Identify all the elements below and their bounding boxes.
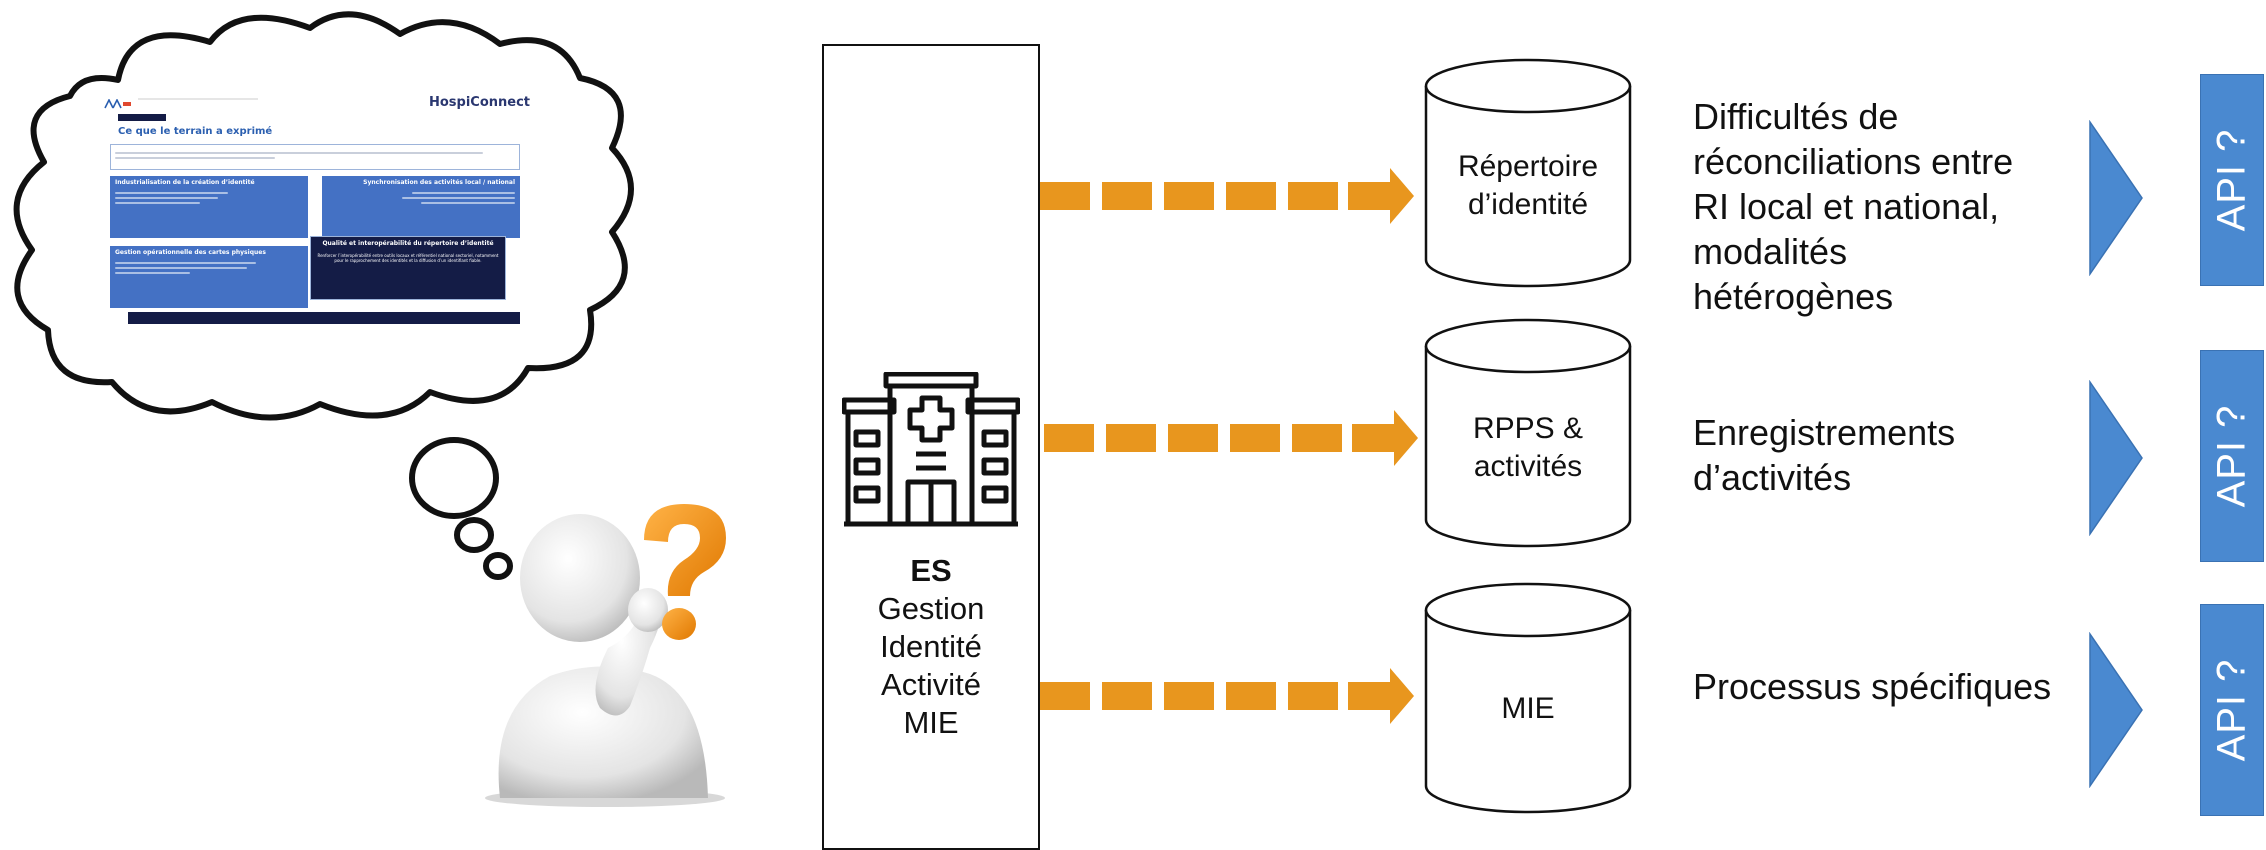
mini-tag	[118, 114, 166, 121]
es-line-mie: MIE	[903, 705, 959, 740]
question-mark-icon	[644, 504, 726, 640]
mini-card-2: Synchronisation des activités local / na…	[322, 176, 520, 238]
mini-logo-icon	[104, 96, 132, 109]
database-label-rpps: RPPS & activités	[1472, 412, 1584, 483]
database-cylinder-rpps	[1424, 318, 1632, 548]
es-line-gestion: Gestion	[877, 591, 985, 626]
api-box-2: API ?	[2200, 350, 2264, 562]
database-cylinder-repertoire	[1424, 58, 1632, 288]
mini-footer-bar	[128, 312, 520, 324]
mini-card-1: Industrialisation de la création d’ident…	[110, 176, 308, 238]
api-box-3: API ?	[2200, 604, 2264, 816]
database-label-mie: MIE	[1501, 692, 1555, 725]
es-line-activite: Activité	[881, 667, 981, 702]
database-cylinder-mie	[1424, 582, 1632, 814]
description-3: Processus spécifiques	[1693, 666, 2052, 707]
chevron-right-icon	[2089, 380, 2143, 536]
es-title: ES	[910, 553, 952, 588]
api-label-1: API ?	[2209, 128, 2254, 232]
thought-screenshot: HospiConnect Ce que le terrain a exprimé…	[98, 90, 532, 330]
chevron-right-icon	[2089, 120, 2143, 276]
chevron-right-icon	[2089, 632, 2143, 788]
mini-card-4-body: Renforcer l’interopérabilité entre outil…	[317, 253, 499, 263]
arrow-to-mie	[1040, 668, 1414, 724]
description-2: Enregistrements d’activités	[1693, 412, 1956, 498]
arrow-to-repertoire	[1040, 168, 1414, 224]
thinking-person-icon	[485, 514, 725, 807]
database-label-repertoire: Répertoire d’identité	[1457, 150, 1599, 221]
api-label-3: API ?	[2209, 658, 2254, 762]
mini-intro-box	[110, 144, 520, 170]
mini-card-3: Gestion opérationnelle des cartes physiq…	[110, 246, 308, 308]
arrow-to-rpps	[1044, 410, 1418, 466]
description-1: Difficultés de réconciliations entre RI …	[1693, 96, 2014, 317]
mini-heading: Ce que le terrain a exprimé	[118, 126, 273, 137]
hospital-icon	[842, 372, 1020, 527]
es-line-identite: Identité	[880, 629, 982, 664]
mini-brand: HospiConnect	[428, 95, 530, 110]
api-box-1: API ?	[2200, 74, 2264, 286]
es-label: ES Gestion Identité Activité MIE	[822, 552, 1040, 742]
mini-card-4: Qualité et interopérabilité du répertoir…	[310, 236, 506, 300]
api-label-2: API ?	[2209, 404, 2254, 508]
